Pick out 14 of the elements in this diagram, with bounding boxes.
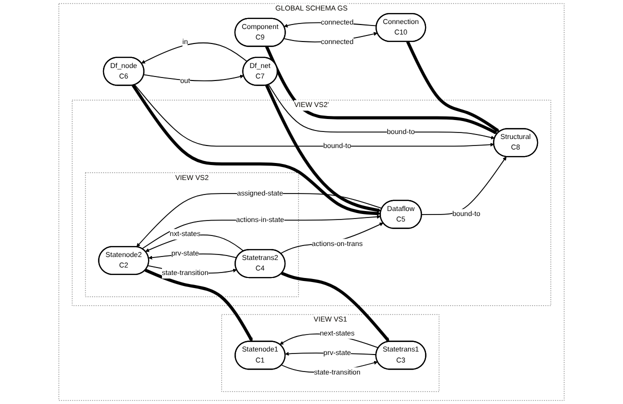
arrow	[406, 40, 500, 132]
arrow	[144, 268, 253, 342]
arrow	[280, 222, 384, 254]
arrow	[141, 42, 248, 64]
arrow	[142, 214, 381, 250]
arrow	[421, 156, 506, 216]
arrow	[268, 84, 495, 140]
arrow	[132, 84, 381, 216]
arrow	[134, 84, 494, 147]
arrow	[265, 46, 498, 134]
arrow	[143, 74, 244, 82]
arrow	[281, 272, 390, 342]
arrow	[136, 193, 382, 248]
arrow	[265, 84, 382, 212]
